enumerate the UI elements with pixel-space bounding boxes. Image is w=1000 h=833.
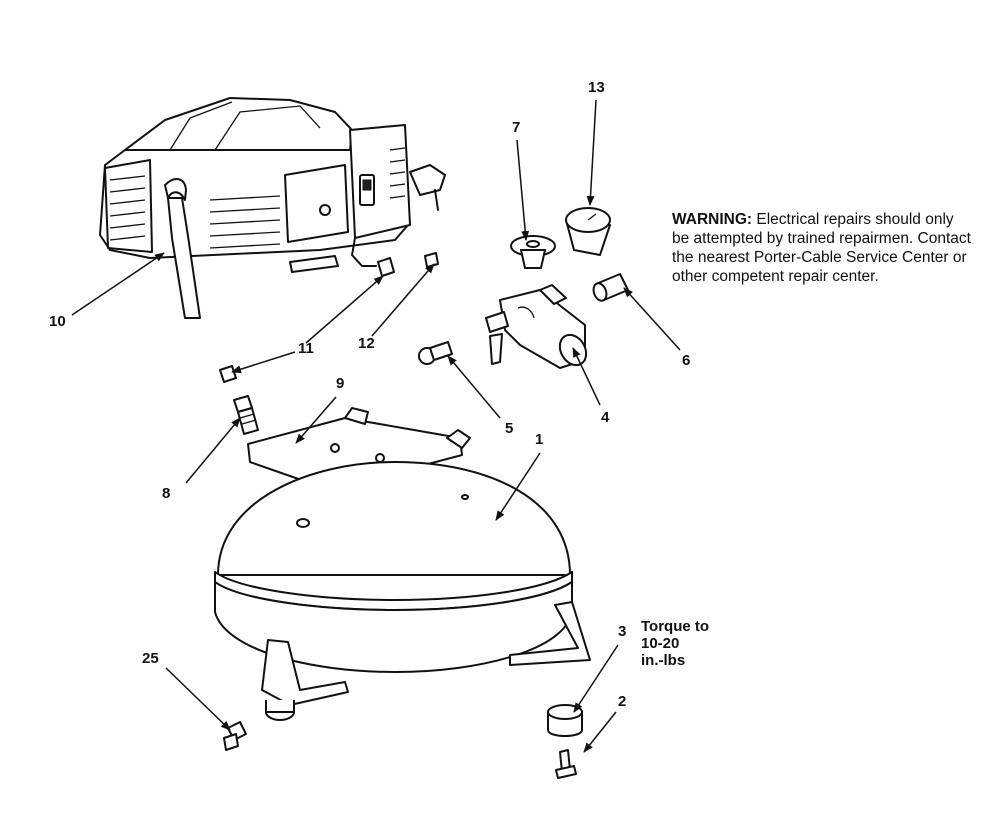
callout-4: 4 [601, 409, 610, 426]
warning-label: WARNING: [672, 211, 753, 228]
callout-9: 9 [336, 375, 345, 392]
callout-5: 5 [505, 420, 514, 437]
screw-2 [555, 749, 577, 779]
fitting-11-lower [219, 365, 237, 383]
callout-8: 8 [162, 485, 171, 502]
cap-7 [510, 235, 556, 269]
gauge-13 [565, 207, 611, 256]
torque-line-3: in.-lbs [641, 652, 686, 669]
callout-12: 12 [358, 335, 375, 352]
leader-lines [71, 99, 681, 753]
safety-valve-5 [418, 341, 453, 365]
fitting-6 [592, 273, 629, 302]
manifold-4 [485, 284, 588, 369]
drain-valve-25 [223, 721, 247, 751]
callout-1: 1 [535, 431, 544, 448]
fitting-11-upper [377, 257, 395, 277]
warning-note: WARNING: Electrical repairs should only … [672, 210, 972, 286]
torque-line-2: 10-20 [641, 635, 680, 652]
callout-6: 6 [682, 352, 691, 369]
callout-13: 13 [588, 79, 605, 96]
fitting-12 [424, 252, 439, 268]
motor-pump-assembly [99, 97, 446, 319]
callout-11: 11 [298, 340, 314, 357]
fitting-8 [233, 395, 259, 435]
torque-note: Torque to 10-20 in.-lbs [641, 618, 709, 669]
callout-25: 25 [142, 650, 159, 667]
callout-3: 3 [618, 623, 627, 640]
callout-7: 7 [512, 119, 521, 136]
torque-line-1: Torque to [641, 618, 710, 635]
callout-10: 10 [49, 313, 66, 330]
callout-2: 2 [618, 693, 627, 710]
rubber-foot-3 [547, 704, 583, 737]
warning-text: Electrical repairs should only be attemp… [672, 211, 971, 285]
tank-assembly [214, 407, 591, 721]
